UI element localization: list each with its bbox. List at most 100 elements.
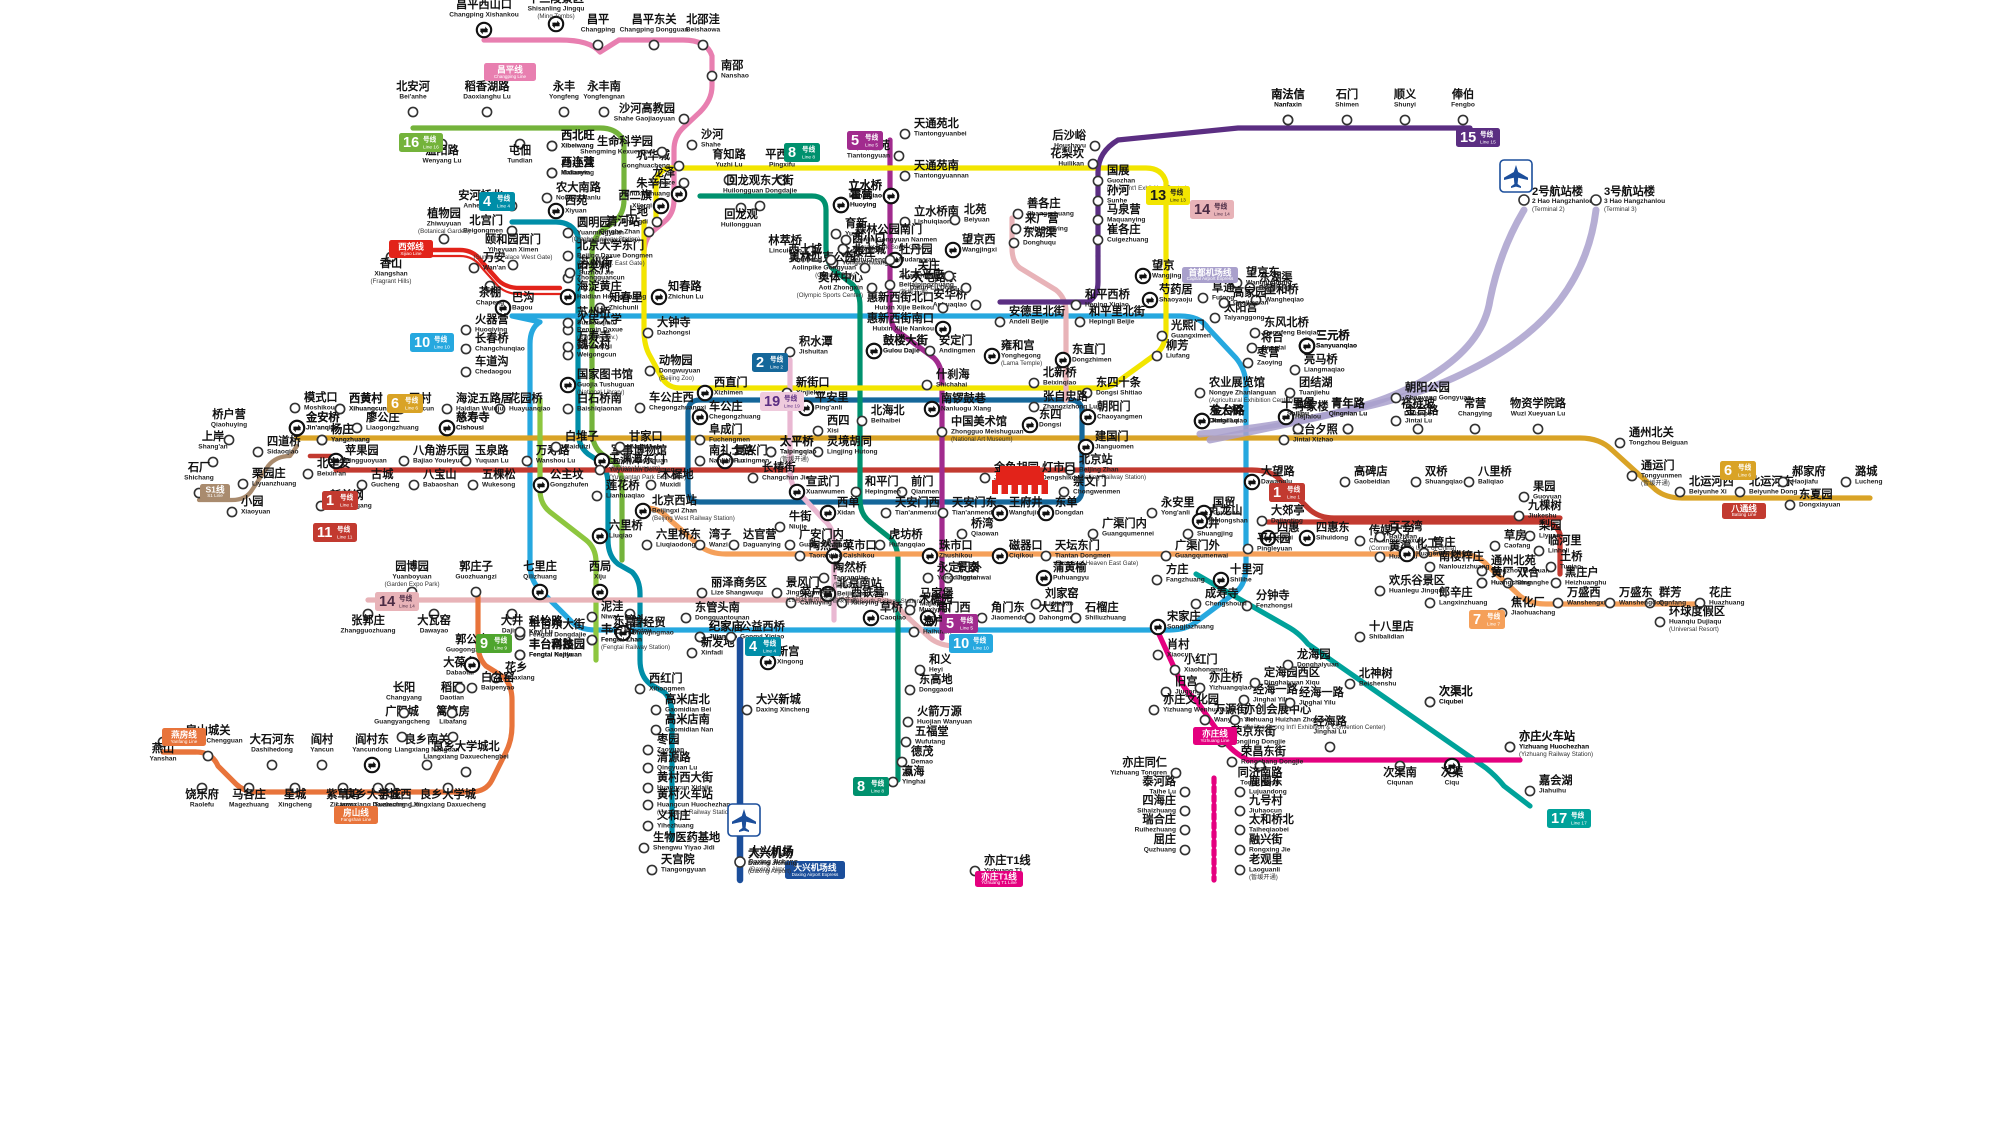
interchange-station[interactable]: 惠新西街南口Huixin Xijie Nankou <box>867 311 952 338</box>
station[interactable]: 天通苑北Tiantongyuanbei <box>899 116 967 140</box>
line-name-badge[interactable]: 大兴机场线Daxing Airport Express <box>785 861 845 879</box>
station[interactable]: 茶棚Chapeng <box>476 280 504 306</box>
station[interactable]: 灵境胡同Lingjing Hutong <box>812 434 878 458</box>
interchange-station[interactable]: 六里桥Liuqiao <box>591 518 644 545</box>
station[interactable]: 泰河路Taihe Lu <box>1141 774 1191 798</box>
interchange-station[interactable]: 新宫Xingong <box>759 644 804 671</box>
station[interactable]: 虎坊桥Hufangqiao <box>874 527 925 551</box>
line-badge[interactable]: 19号线Line 19 <box>760 392 804 411</box>
line-name-badge[interactable]: 燕房线Yanfang Line <box>162 728 206 746</box>
station[interactable]: 东高地Donggaodi <box>904 672 954 696</box>
interchange-station[interactable]: 次渠Ciqu <box>1441 757 1464 787</box>
station[interactable]: 义和庄Yihezhuang <box>642 808 694 832</box>
line-name-badge[interactable]: 房山线Fangshan Line <box>334 806 378 824</box>
interchange-station[interactable]: 西二旗Xi'erqi <box>618 188 670 215</box>
station[interactable]: 潞城Lucheng <box>1840 464 1882 488</box>
line-badge[interactable]: 6号线Line 6 <box>1720 461 1756 480</box>
airport-station[interactable]: 大兴机场Daxing Jichang(Daxing Airport) <box>734 846 797 875</box>
station[interactable]: 黑庄户Heizhuanghu <box>1550 565 1606 589</box>
station[interactable]: 西铁营Xitieying <box>836 585 885 609</box>
interchange-station[interactable]: 复兴门Fuxingmen <box>716 443 769 470</box>
station[interactable]: 奥体中心Aoti Zhongxin(Olympic Sports Center) <box>797 270 878 299</box>
station[interactable]: 奥林匹克公园Aolinpike Gongyuan(Olympic Park) <box>789 250 871 279</box>
interchange-station[interactable]: 西苑Xiyuan <box>547 193 588 220</box>
station[interactable]: 成寿寺Chengshousi <box>1190 586 1247 610</box>
station[interactable]: 长春桥Changchunqiao <box>460 331 525 355</box>
interchange-station[interactable]: 国家图书馆Guojia Tushuguan(National Library) <box>559 367 635 396</box>
line-badge[interactable]: 17号线Line 17 <box>1547 809 1591 828</box>
station[interactable]: 郭庄子Guozhuangzi <box>455 559 497 598</box>
station[interactable]: 张自忠路Zhangzizhong Lu <box>1028 389 1097 413</box>
station[interactable]: 来广营Laiguangying <box>1010 211 1068 235</box>
station[interactable]: 大井Dajing <box>501 608 523 634</box>
station[interactable]: 黄厂Huangchang <box>1476 565 1531 589</box>
station[interactable]: 五棵松Wukesong <box>467 467 516 491</box>
interchange-station[interactable]: 西单Xidan <box>819 495 860 522</box>
station[interactable]: 关庄Guanzhuang <box>900 258 955 282</box>
station[interactable]: 金台路Jintai Lu <box>1390 403 1439 427</box>
station[interactable]: 八里桥Baliqiao <box>1463 464 1512 488</box>
station[interactable]: 花园桥Huayuanqiao <box>494 391 550 415</box>
station[interactable]: 柳芳Liufang <box>1151 338 1190 362</box>
line-badge[interactable]: 1号线Line 1 <box>322 491 358 510</box>
station[interactable]: 后沙峪Houshayu <box>1052 128 1101 152</box>
station[interactable]: 园博园Yuanboyuan(Garden Expo Park) <box>384 559 440 598</box>
station[interactable]: 莲花桥Lianhuaqiao <box>591 478 645 502</box>
station[interactable]: 永定门外Yongdingmenwai <box>922 560 991 584</box>
interchange-station[interactable]: 宋家庄Songjiazhuang <box>1149 609 1214 636</box>
station[interactable]: 良乡大学城西Liangxiang Daxuecheng Xi <box>336 782 420 808</box>
interchange-station[interactable]: 北京南站Beijingnan Zhan(Beijing South Railwa… <box>819 576 922 605</box>
station[interactable]: 良乡南关Liangxiang Nanguan <box>395 732 460 771</box>
station[interactable]: 黄村西大街Huangcun Xidajie <box>642 770 713 794</box>
station[interactable]: 物资学院路Wuzi Xueyuan Lu <box>1510 396 1567 435</box>
interchange-station[interactable]: 珠市口Zhushikou <box>921 538 973 565</box>
airport-station[interactable]: 2号航站楼2 Hao Hangzhanlou(Terminal 2) <box>1518 184 1593 213</box>
station[interactable]: 牛街Niujie <box>774 509 811 533</box>
interchange-station[interactable]: 东直门Dongzhimen <box>1054 342 1112 369</box>
interchange-station[interactable]: 海淀黄庄Haidian Huangzhuang <box>559 279 646 306</box>
station[interactable]: 南楼梓庄Nanlouzizhuang <box>1424 549 1490 573</box>
station[interactable]: 望京东Wangjingdong <box>1231 265 1292 289</box>
station[interactable]: 龙海园Donghaiyuan <box>1282 647 1339 671</box>
station[interactable]: 瑞合庄Ruihezhuang <box>1135 812 1191 836</box>
line-badge[interactable]: 8号线Line 8 <box>853 777 889 796</box>
interchange-station[interactable]: 阎村东Yancundong <box>352 732 392 774</box>
station[interactable]: 小红门Xiaohongmen <box>1169 652 1228 676</box>
station[interactable]: 广安门内Guang'anmennei <box>784 527 852 551</box>
station[interactable]: 立水桥南Lishuiqiaonan <box>899 204 959 228</box>
station[interactable]: 昌平东关Changping Dongguan <box>620 12 689 51</box>
station[interactable]: 丰台站Fengtai Zhan <box>586 622 642 646</box>
interchange-station[interactable]: 宣武门Xuanwumen <box>788 474 845 501</box>
station[interactable]: 郎辛庄Langxinzhuang <box>1424 585 1487 609</box>
airport-station[interactable]: 3号航站楼3 Hao Hangzhanlou(Terminal 3) <box>1590 184 1665 213</box>
interchange-station[interactable]: 西局Xiju <box>589 560 611 601</box>
interchange-station[interactable]: 三元桥Sanyuanqiao <box>1298 328 1357 355</box>
station[interactable]: 枣营Zaoying <box>1242 345 1282 369</box>
station[interactable]: 前门Qianmen <box>896 474 939 498</box>
station[interactable]: 郝家府Haojiafu <box>1777 464 1826 488</box>
interchange-station[interactable]: 望京Wangjing <box>1134 258 1182 285</box>
station[interactable]: 白石桥南Baishiqiaonan <box>562 391 622 415</box>
station[interactable]: 沙河Shahe <box>686 127 724 151</box>
station[interactable]: 玉泉路Yuquan Lu <box>460 443 509 467</box>
station[interactable]: 花乡Huaxiang <box>490 660 535 684</box>
station[interactable]: 十里堡Shilipu <box>1281 396 1316 435</box>
station[interactable]: 善各庄Shangezhuang <box>1012 196 1074 220</box>
station[interactable]: 双桥Shuangqiao <box>1410 464 1463 488</box>
line-badge[interactable]: 8号线Line 8 <box>784 143 820 162</box>
station[interactable]: 廖公庄Liaogongzhuang <box>351 410 419 434</box>
station[interactable]: 旧宫Jiugong <box>1160 674 1201 698</box>
station[interactable]: 和义Heyi <box>914 652 952 676</box>
station[interactable]: 牡丹园Mudanyuan <box>884 242 936 266</box>
station[interactable]: 昌平Changping <box>581 13 615 51</box>
station[interactable]: 东湖渠Donghuqu <box>1008 225 1057 249</box>
station[interactable]: 清河站Qinghe Zhan(Qinghe Railway Station) <box>572 214 655 243</box>
station[interactable]: 植物园Zhiwuyuan(Botanical Garden) <box>418 206 470 245</box>
station[interactable]: 经海一路Jinghai Yilu <box>1238 682 1299 706</box>
station[interactable]: 动物园Dongwuyuan(Beijing Zoo) <box>644 353 700 382</box>
station[interactable]: 屯佃Tundian <box>507 138 533 164</box>
station[interactable]: 方庄Fangzhuang <box>1151 562 1205 586</box>
station[interactable]: 双合Shuanghe <box>1502 565 1549 589</box>
station[interactable]: 天安门东Tian'anmendong <box>937 495 1004 519</box>
